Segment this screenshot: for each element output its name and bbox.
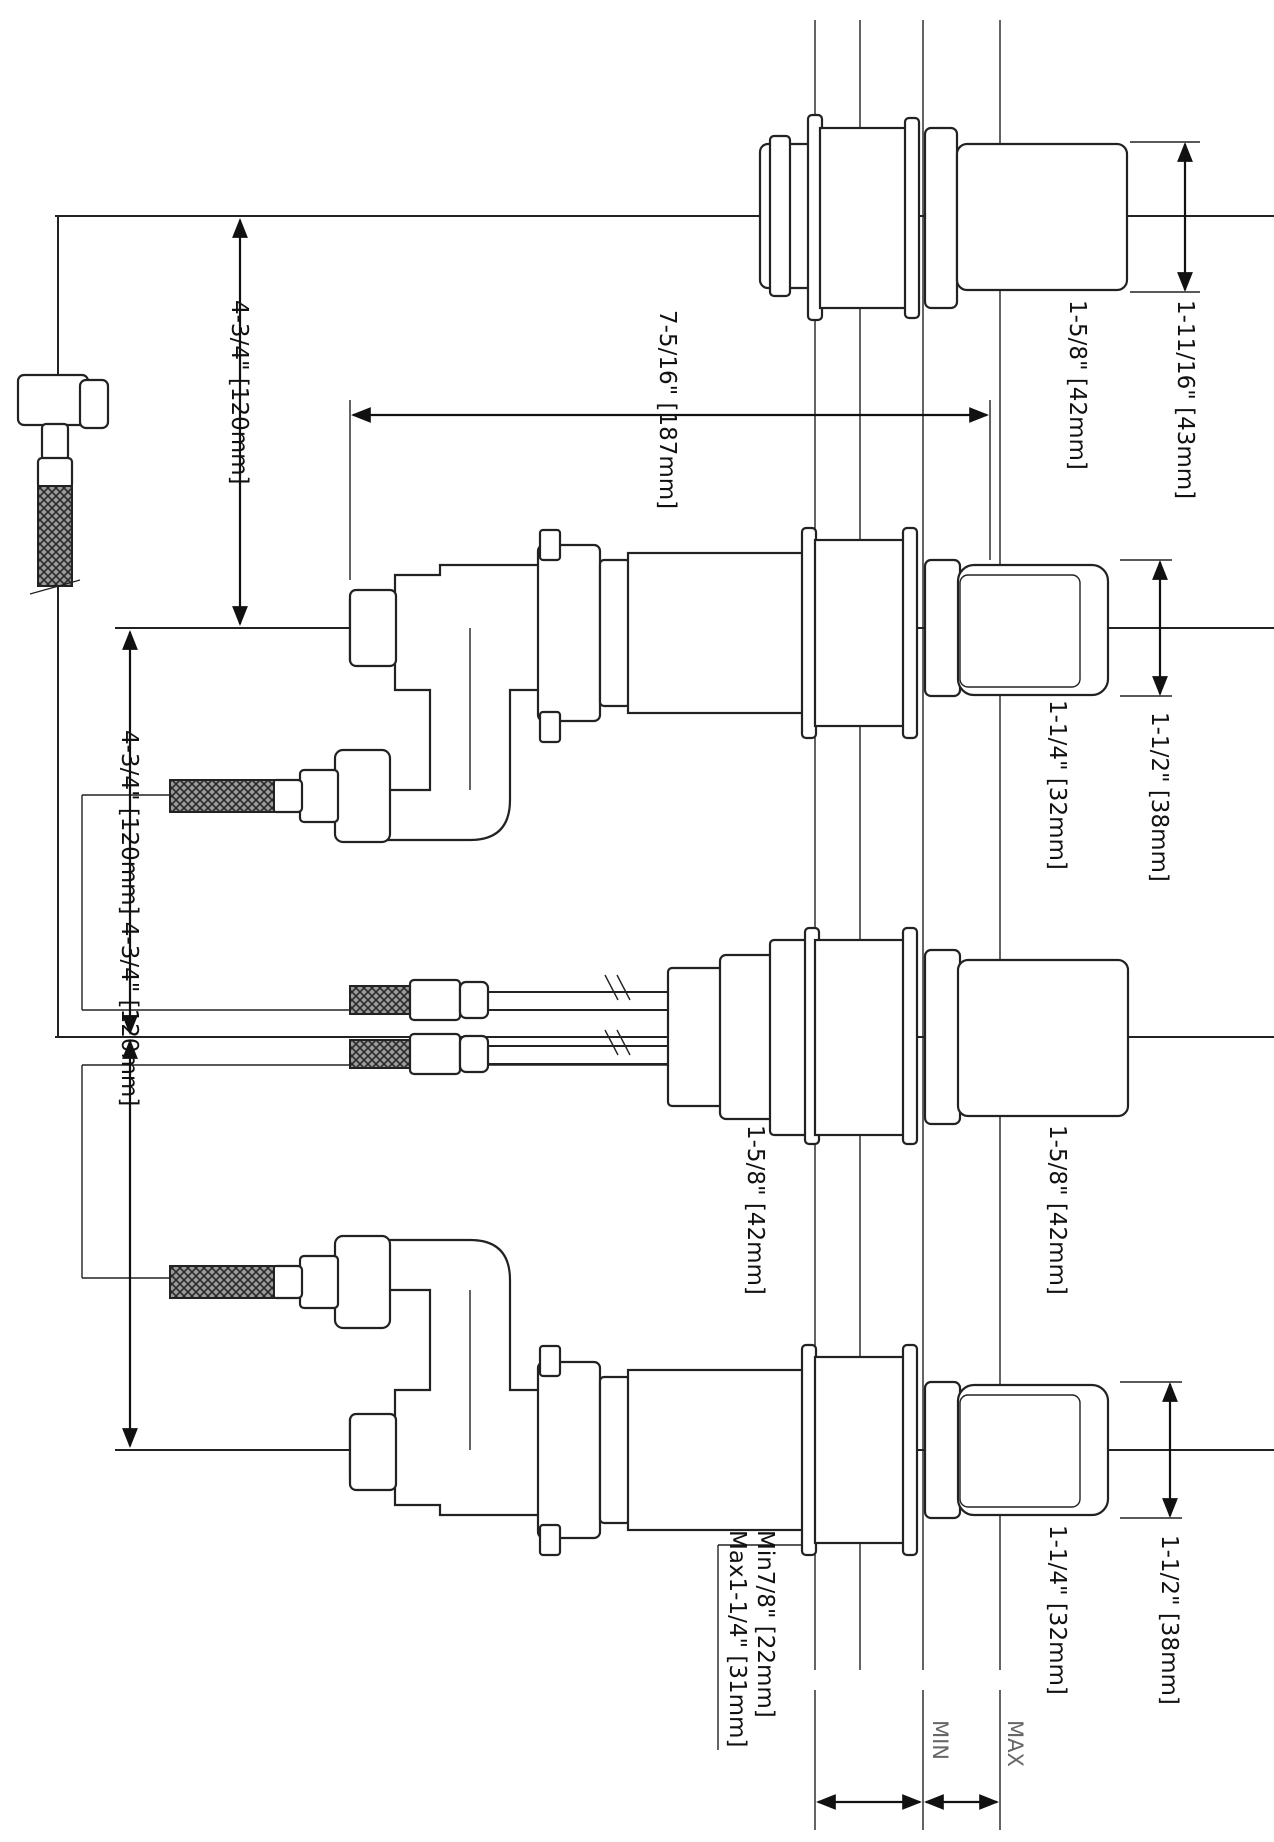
handle-bottom-hose-ferrule: [298, 1254, 340, 1310]
mid-nut-upper: [458, 980, 490, 1020]
label-spout-inner: 1-5/8" [42mm]: [1064, 300, 1090, 470]
handle-bottom-hose-collar: [270, 1264, 304, 1300]
handle-bottom-washer: [598, 1375, 632, 1525]
label-handle-top-inner: 1-1/4" [32mm]: [1044, 700, 1070, 870]
handle-top-body: [813, 538, 909, 728]
handle-bottom-shank: [626, 1368, 810, 1532]
handle-bottom-hose-nut: [333, 1234, 392, 1330]
handle-bottom-inlet-nut: [348, 1412, 398, 1492]
spout-top-body: [955, 142, 1129, 292]
connector-ferrule: [40, 422, 70, 462]
handle-bottom-knob-inner: [959, 1394, 1081, 1508]
mid-flange-ring-right: [901, 926, 919, 1146]
connector-hose-cut: [29, 579, 81, 595]
mid-valve-body: [813, 938, 909, 1137]
label-max: MAX: [1003, 1720, 1027, 1767]
handle-bottom-lock-pin-bottom: [538, 1523, 562, 1557]
mid-hose-lower: [349, 1039, 413, 1069]
label-mid-spacing: 4-3/4" [120mm] 4-3/4" [120mm]: [116, 730, 142, 1106]
spout-top-assembly: [758, 113, 1129, 322]
handle-top-hose-ferrule: [298, 768, 340, 824]
label-deck-max: Max1-1/4" [31mm]: [724, 1530, 750, 1747]
mid-ferrule-lower: [408, 1032, 462, 1076]
handle-bottom-flange-right: [901, 1343, 919, 1557]
handle-bottom-knob: [956, 1383, 1110, 1517]
hose-connector-detail: [16, 373, 110, 595]
handle-bottom-assembly: [169, 1234, 1110, 1557]
handle-top-washer: [598, 558, 632, 708]
mid-spout-body: [956, 958, 1130, 1118]
connector-nut-cap: [78, 378, 110, 430]
handle-top-hose-nut: [333, 748, 392, 844]
spout-top-washer: [768, 134, 792, 298]
handle-top-inlet-elbow: [348, 563, 547, 842]
mid-ferrule-upper: [408, 978, 462, 1022]
label-spout-escutcheon: 1-5/8" [42mm]: [1044, 1125, 1070, 1295]
label-spout-outer: 1-11/16" [43mm]: [1172, 300, 1198, 499]
mid-hose-upper: [349, 985, 413, 1015]
mid-tube-break-marks: [604, 974, 631, 1056]
handle-top-knob-inner: [959, 574, 1081, 688]
handle-top-inlet-nut: [348, 588, 398, 668]
label-deck-min: Min7/8" [22mm]: [752, 1530, 778, 1718]
label-span-width: 7-5/16" [187mm]: [654, 310, 680, 509]
handle-bottom-body: [813, 1355, 909, 1545]
label-min: MIN: [928, 1720, 952, 1760]
label-handle-bottom-inner: 1-1/4" [32mm]: [1044, 1525, 1070, 1695]
mid-inlet-block: [666, 966, 725, 1108]
handle-bottom-lock-pin-top: [538, 1344, 562, 1378]
handle-top-shank: [626, 551, 810, 715]
handle-top-lock-pin-top: [538, 528, 562, 562]
handle-top-hose-collar: [270, 778, 304, 814]
spout-top-shank: [818, 126, 910, 310]
handle-bottom-hose: [169, 1265, 275, 1299]
handle-top-flange-right: [901, 526, 919, 740]
handle-top-assembly: [169, 526, 1110, 844]
handle-bottom-mount-nut: [536, 1360, 602, 1540]
handle-bottom-inlet-elbow: [348, 1238, 547, 1517]
spout-middle-assembly: [349, 926, 1130, 1146]
connector-nut: [16, 373, 90, 427]
label-valve-body: 1-5/8" [42mm]: [742, 1125, 768, 1295]
spout-top-flange-right: [903, 116, 921, 320]
handle-top-hose: [169, 779, 275, 813]
spout-top-escutcheon: [923, 126, 959, 310]
mid-escutcheon: [923, 948, 962, 1126]
connector-collar: [36, 456, 74, 490]
label-handle-bottom-outer: 1-1/2" [38mm]: [1156, 1535, 1182, 1705]
handle-bottom-escutcheon: [923, 1380, 962, 1520]
handle-top-lock-pin-bottom: [538, 710, 562, 744]
label-top-spacing: 4-3/4" [120mm]: [226, 300, 252, 485]
handle-top-knob: [956, 563, 1110, 697]
connector-hose: [37, 485, 73, 587]
handle-top-mount-nut: [536, 543, 602, 723]
handle-top-escutcheon: [923, 558, 962, 698]
dimension-labels: 4-3/4" [120mm] 7-5/16" [187mm] 4-3/4" [1…: [116, 300, 1198, 1767]
mid-valve-neck: [718, 953, 777, 1121]
label-handle-top-outer: 1-1/2" [38mm]: [1146, 712, 1172, 882]
mid-nut-lower: [458, 1034, 490, 1074]
